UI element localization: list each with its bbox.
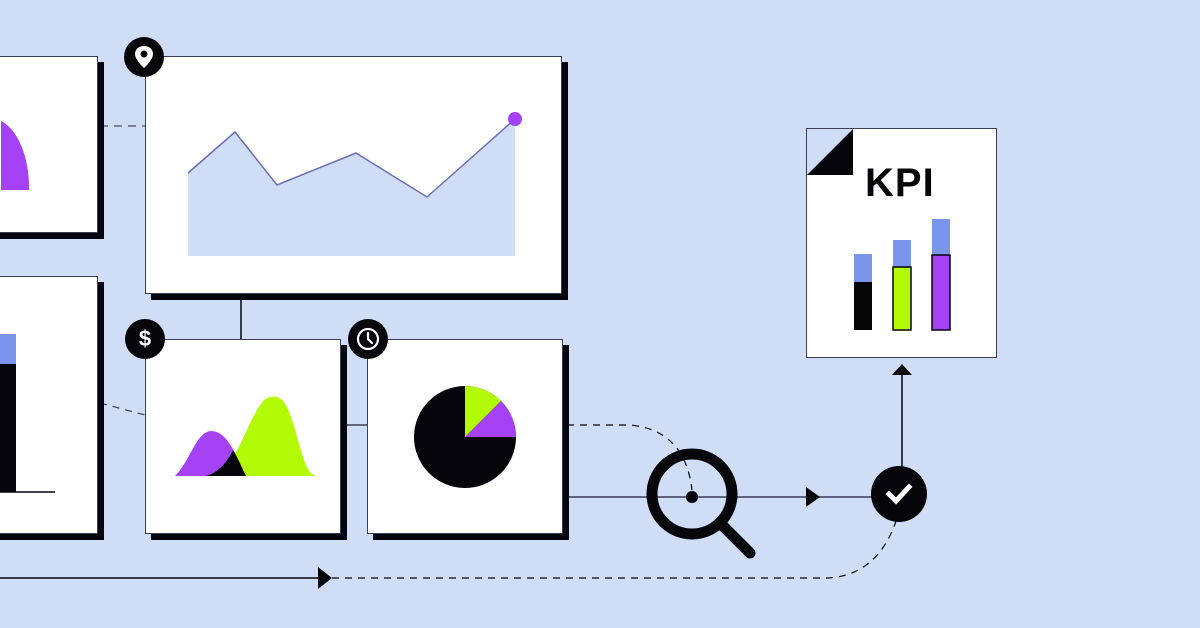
pie-slice-lime bbox=[465, 386, 501, 437]
arrow-right-icon bbox=[806, 487, 820, 507]
gauge-card bbox=[0, 56, 98, 233]
kpi-document: KPI bbox=[806, 128, 997, 358]
bar-base bbox=[0, 364, 16, 492]
bar-top bbox=[0, 334, 16, 364]
clock-badge bbox=[348, 319, 388, 359]
arrow-right-icon bbox=[318, 567, 332, 589]
distribution-chart bbox=[175, 396, 316, 476]
kpi-document-graphic bbox=[807, 129, 951, 331]
dollar-badge: $ bbox=[125, 319, 165, 359]
folded-corner bbox=[807, 129, 853, 175]
kpi-bar-top bbox=[893, 240, 911, 267]
kpi-bar-base bbox=[854, 282, 872, 330]
dashed-connector bbox=[567, 424, 693, 491]
clock-icon bbox=[356, 327, 380, 351]
pie-chart bbox=[414, 386, 516, 488]
pie-card bbox=[367, 339, 563, 534]
dashed-connector bbox=[332, 514, 899, 579]
gauge-chart bbox=[1, 121, 30, 190]
trend-line bbox=[187, 118, 516, 198]
kpi-bar-top bbox=[932, 219, 950, 255]
area-fill bbox=[188, 119, 515, 256]
kpi-bar-base bbox=[931, 254, 951, 331]
kpi-bar-top bbox=[854, 254, 872, 282]
bar-card bbox=[0, 276, 98, 534]
gauge-segment bbox=[1, 121, 30, 190]
check-icon bbox=[885, 483, 913, 505]
check-badge bbox=[871, 466, 927, 522]
area-chart-card bbox=[145, 56, 562, 294]
distribution-card bbox=[145, 339, 341, 534]
location-pin-icon bbox=[135, 46, 153, 68]
bar-chart bbox=[0, 334, 55, 493]
overlap-area bbox=[206, 450, 246, 476]
kpi-title: KPI bbox=[865, 161, 935, 205]
area-chart bbox=[187, 112, 522, 256]
highlight-point bbox=[508, 112, 522, 126]
location-badge bbox=[124, 37, 164, 77]
pie-slice-purple bbox=[465, 401, 516, 437]
arrow-up-icon bbox=[892, 364, 912, 375]
dollar-icon: $ bbox=[138, 326, 152, 351]
kpi-bar-base bbox=[892, 266, 912, 331]
